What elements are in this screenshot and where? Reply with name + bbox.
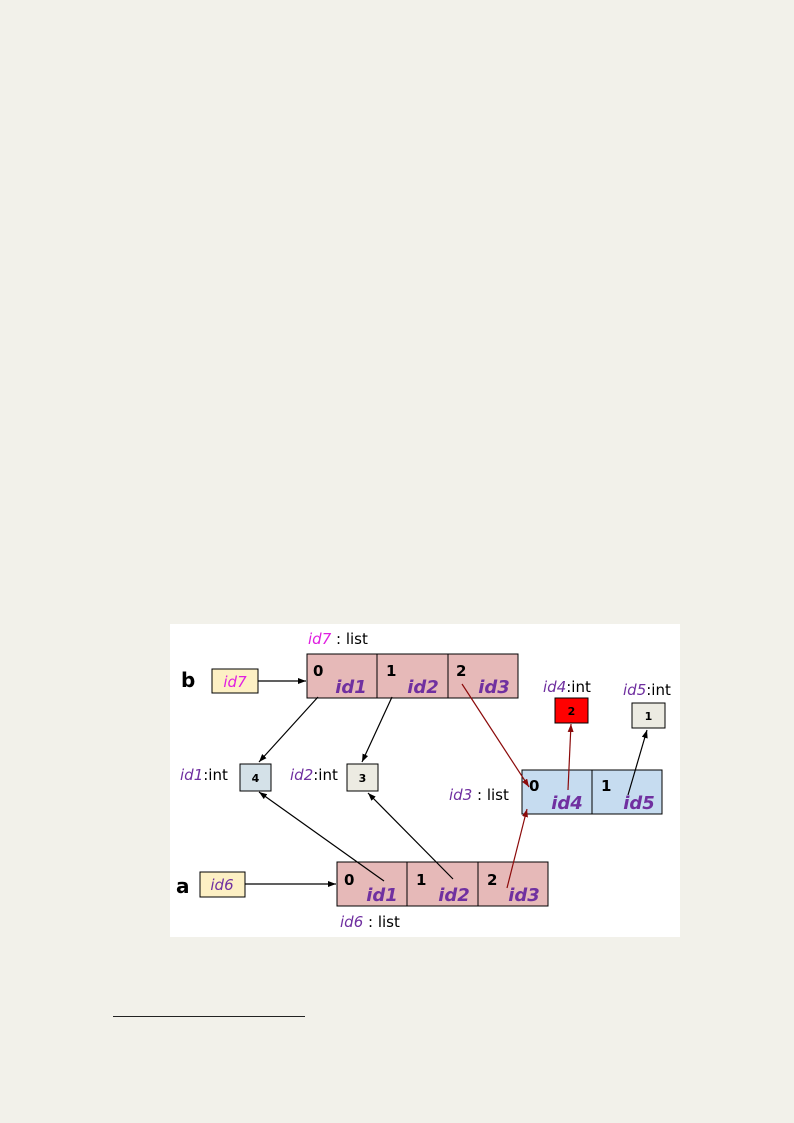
int-id2-caption: id2:int xyxy=(290,766,338,784)
int-id4-box xyxy=(554,697,589,724)
list-id6-index-1: 1 xyxy=(416,871,426,889)
list-id7-caption-sep: : xyxy=(331,630,346,648)
int-id1-caption-id: id1 xyxy=(180,766,203,784)
int-id2-value: 3 xyxy=(359,772,367,785)
list-id3-ref-1: id5 xyxy=(623,793,655,814)
list-id6: 0 1 2 id1 id2 id3 xyxy=(336,861,549,907)
int-id5-box xyxy=(631,702,666,729)
list-id3: 0 1 id4 id5 xyxy=(521,769,663,815)
arrow-id3-1-to-id5 xyxy=(627,729,648,796)
arrow-id6-1-to-id2 xyxy=(367,792,454,880)
variable-b-box xyxy=(211,668,259,694)
list-id7-ref-1: id2 xyxy=(407,677,439,698)
list-id3-cell-1 xyxy=(591,769,663,815)
footnote-rule xyxy=(113,1016,305,1017)
arrow-id3-0-to-id4 xyxy=(567,723,574,791)
variable-a-ref: id6 xyxy=(210,876,233,894)
int-id5-caption-id: id5 xyxy=(623,681,646,699)
int-id4-value: 2 xyxy=(568,705,576,718)
list-id7-index-0: 0 xyxy=(313,662,323,680)
list-id6-cell-1 xyxy=(406,861,479,907)
variable-a-label: a xyxy=(176,874,190,898)
list-id3-index-0: 0 xyxy=(529,777,539,795)
list-id3-caption-type: list xyxy=(487,786,509,804)
list-id6-ref-0: id1 xyxy=(366,885,398,906)
variable-b-ref: id7 xyxy=(223,673,247,691)
list-id6-caption-type: list xyxy=(378,913,400,931)
list-id3-caption-id: id3 xyxy=(449,786,472,804)
list-id7-ref-0: id1 xyxy=(335,677,367,698)
list-id6-index-0: 0 xyxy=(344,871,354,889)
list-id6-ref-1: id2 xyxy=(438,885,470,906)
int-id4-caption: id4:int xyxy=(543,678,591,696)
diagram-canvas: b id7 a id6 id7 : list 0 1 2 id1 id2 id3… xyxy=(176,630,671,931)
list-id3-ref-0: id4 xyxy=(551,793,583,814)
list-id3-index-1: 1 xyxy=(601,777,611,795)
list-id6-cell-0 xyxy=(336,861,408,907)
list-id3-caption-sep: : xyxy=(472,786,487,804)
variable-a-box xyxy=(199,871,246,898)
list-id6-caption-sep: : xyxy=(363,913,378,931)
int-id1-caption: id1:int xyxy=(180,766,228,784)
arrow-id7-0-to-id1 xyxy=(258,696,319,763)
list-id7-caption-type: list xyxy=(346,630,368,648)
int-id5-caption-type: :int xyxy=(646,681,671,699)
int-id4-caption-id: id4 xyxy=(543,678,566,696)
int-id1-value: 4 xyxy=(252,772,260,785)
list-id6-ref-2: id3 xyxy=(508,885,540,906)
list-id3-caption: id3 : list xyxy=(449,786,509,804)
variable-b-label: b xyxy=(181,668,195,692)
int-id4-caption-type: :int xyxy=(566,678,591,696)
arrow-id6-2-to-id3 xyxy=(506,808,528,889)
list-id6-index-2: 2 xyxy=(487,871,497,889)
int-id2-box xyxy=(346,763,379,792)
int-id5-caption: id5:int xyxy=(623,681,671,699)
list-id7-cell-0 xyxy=(306,653,378,699)
list-id7: 0 1 2 id1 id2 id3 xyxy=(306,653,519,699)
int-id2-caption-type: :int xyxy=(313,766,338,784)
list-id7-caption-id: id7 xyxy=(308,630,332,648)
list-id6-caption-id: id6 xyxy=(340,913,363,931)
int-id1-box xyxy=(239,763,272,792)
list-id7-cell-2 xyxy=(447,653,519,699)
list-id6-cell-2 xyxy=(477,861,549,907)
list-id7-caption: id7 : list xyxy=(308,630,368,648)
list-id7-ref-2: id3 xyxy=(478,677,510,698)
list-id6-caption: id6 : list xyxy=(340,913,400,931)
int-id1-caption-type: :int xyxy=(203,766,228,784)
list-id7-index-1: 1 xyxy=(386,662,396,680)
int-id5-value: 1 xyxy=(645,710,653,723)
arrow-id7-1-to-id2 xyxy=(361,696,393,763)
list-id3-cell-0 xyxy=(521,769,593,815)
int-id2-caption-id: id2 xyxy=(290,766,313,784)
arrow-id7-2-to-id3 xyxy=(461,683,530,788)
memory-diagram: b id7 a id6 id7 : list 0 1 2 id1 id2 id3… xyxy=(170,624,680,937)
arrow-id6-0-to-id1 xyxy=(258,791,385,882)
list-id7-index-2: 2 xyxy=(456,662,466,680)
